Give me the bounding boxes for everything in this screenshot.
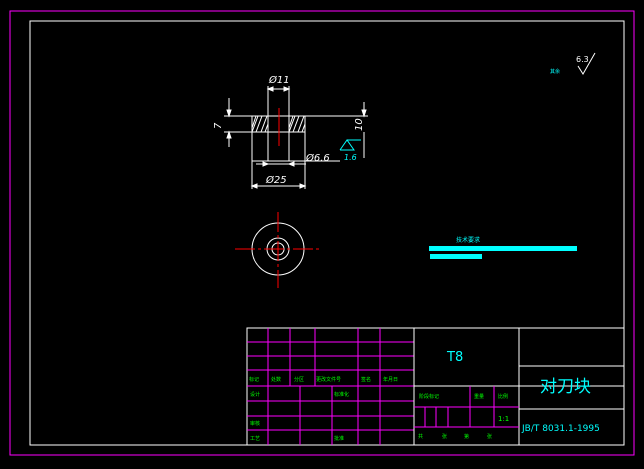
left-label-designer: 设计 [250, 391, 260, 398]
change-label-4: 签名 [361, 376, 371, 383]
stage-label-1: 重量 [474, 393, 484, 400]
roughness-bore-value: 1.6 [344, 153, 357, 162]
stage-label-0: 阶段标记 [419, 393, 439, 400]
dim-hole-label: Ø6.6 [305, 152, 330, 164]
roughness-general-prefix: 其余 [550, 68, 560, 75]
dim-outer [250, 161, 307, 189]
dim-bore [266, 86, 291, 116]
plan-view [235, 212, 322, 288]
sheet-label-0: 共 [418, 433, 423, 440]
sheet-label-3: 张 [487, 433, 492, 440]
scale-value: 1:1 [498, 415, 509, 423]
material-label: T8 [446, 350, 463, 365]
dim-height-label: 10 [354, 118, 365, 131]
trim-frame [9, 10, 635, 456]
dim-height [305, 102, 368, 162]
tech-req-heading: 技术要求 [456, 236, 480, 244]
dim-hole [256, 161, 306, 167]
left-label-checker: 审核 [250, 420, 260, 427]
left-label-process: 工艺 [250, 436, 260, 442]
standard-number: JB/T 8031.1-1995 [521, 424, 600, 434]
change-label-5: 年月日 [383, 376, 398, 383]
roughness-general-value: 6.3 [576, 55, 589, 64]
dim-thickness-label: 7 [213, 122, 224, 129]
title-block: T8 对刀块 JB/T 8031.1-1995 1:1 标记 处数 分区 更改文… [246, 327, 625, 446]
change-label-3: 更改文件号 [316, 376, 341, 383]
change-label-1: 处数 [271, 376, 281, 383]
sheet-label-1: 张 [442, 433, 447, 440]
dim-outer-label: Ø25 [265, 174, 287, 186]
tech-req-line-1 [429, 246, 577, 251]
roughness-symbol-general [577, 52, 596, 75]
mid-label-standardization: 标准化 [334, 391, 349, 398]
dim-bore-label: Ø11 [268, 74, 290, 86]
sheet-label-2: 第 [464, 433, 469, 440]
change-label-2: 分区 [294, 376, 304, 383]
part-name: 对刀块 [540, 377, 591, 397]
stage-label-2: 比例 [498, 393, 508, 400]
mid-label-approval: 批准 [334, 435, 344, 442]
dim-thickness [224, 98, 252, 147]
revision-grid [247, 328, 414, 445]
change-label-0: 标记 [249, 376, 259, 383]
roughness-symbol-bore [339, 139, 361, 151]
tech-req-line-2 [430, 254, 482, 259]
stage-grid [414, 386, 519, 428]
